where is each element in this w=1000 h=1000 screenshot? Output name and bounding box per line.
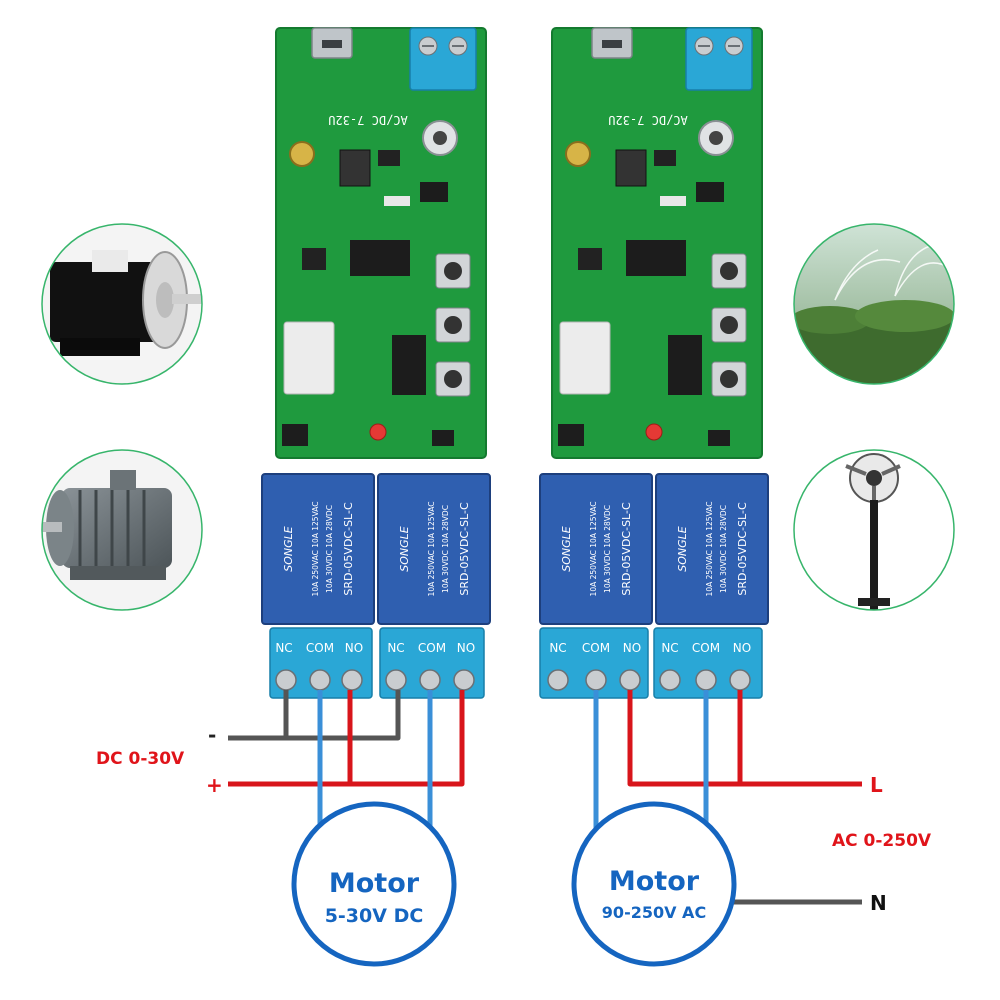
relay-1: SONGLE 10A 250VAC 10A 125VAC 10A 30VDC 1…	[539, 473, 653, 625]
terminal-label-com: COM	[306, 641, 334, 655]
dc-positive-label: +	[206, 773, 223, 797]
wire-dc-negative	[228, 690, 401, 741]
motor-spec: 90-250V AC	[602, 903, 706, 922]
relay-rating-1: 10A 250VAC 10A 125VAC	[705, 502, 714, 597]
relay-brand: SONGLE	[560, 526, 573, 572]
relay-2: SONGLE 10A 250VAC 10A 125VAC 10A 30VDC 1…	[655, 473, 769, 625]
ic-chip	[626, 240, 686, 276]
relay-rating-2: 10A 30VDC 10A 28VDC	[441, 505, 450, 593]
relay-board-right: AC/DC 7-32U SONGLE 10A 250VAC 10A 125VAC…	[539, 27, 769, 699]
relay-2: SONGLE 10A 250VAC 10A 125VAC 10A 30VDC 1…	[377, 473, 491, 625]
terminal-label-no: NO	[457, 641, 475, 655]
relay-rating-2: 10A 30VDC 10A 28VDC	[325, 505, 334, 593]
wifi-module	[283, 321, 335, 395]
terminal-block-1: NC COM NO	[539, 627, 649, 699]
status-led	[645, 423, 663, 441]
ac-live-label: L	[870, 773, 883, 797]
thumbnail-dc-motor	[41, 223, 203, 385]
relay-brand: SONGLE	[282, 526, 295, 572]
wire-ac-live	[627, 690, 862, 787]
dc-wiring	[228, 690, 465, 838]
motor-ac: Motor 90-250V AC	[571, 801, 737, 967]
thumbnail-sprinkler	[793, 223, 955, 385]
terminal-block-2: NC COM NO	[379, 627, 485, 699]
ic-chip	[350, 240, 410, 276]
terminal-label-nc: NC	[661, 641, 678, 655]
relay-model: SRD-05VDC-SL-C	[342, 502, 355, 596]
ac-wiring	[593, 690, 862, 905]
terminal-label-nc: NC	[387, 641, 404, 655]
relay-rating-1: 10A 250VAC 10A 125VAC	[589, 502, 598, 597]
ac-supply-label: AC 0-250V	[832, 831, 932, 851]
motor-title: Motor	[329, 868, 420, 899]
terminal-block-1: NC COM NO	[269, 627, 373, 699]
thumbnail-ac-motor	[41, 449, 203, 611]
input-voltage-label: AC/DC 7-32U	[328, 113, 407, 127]
relay-brand: SONGLE	[676, 526, 689, 572]
status-led	[369, 423, 387, 441]
relay-rating-1: 10A 250VAC 10A 125VAC	[427, 502, 436, 597]
terminal-label-no: NO	[345, 641, 363, 655]
motor-dc: Motor 5-30V DC	[291, 801, 457, 967]
terminal-label-com: COM	[582, 641, 610, 655]
relay-1: SONGLE 10A 250VAC 10A 125VAC 10A 30VDC 1…	[261, 473, 375, 625]
relay-rating-2: 10A 30VDC 10A 28VDC	[603, 505, 612, 593]
terminal-label-no: NO	[623, 641, 641, 655]
ac-neutral-label: N	[870, 891, 887, 915]
input-voltage-label: AC/DC 7-32U	[608, 113, 687, 127]
dc-supply-label: DC 0-30V	[96, 749, 185, 769]
dc-negative-label: -	[208, 723, 216, 747]
terminal-label-nc: NC	[549, 641, 566, 655]
relay-rating-2: 10A 30VDC 10A 28VDC	[719, 505, 728, 593]
relay-model: SRD-05VDC-SL-C	[620, 502, 633, 596]
relay-rating-1: 10A 250VAC 10A 125VAC	[311, 502, 320, 597]
motor-spec: 5-30V DC	[325, 905, 424, 927]
relay-model: SRD-05VDC-SL-C	[458, 502, 471, 596]
relay-model: SRD-05VDC-SL-C	[736, 502, 749, 596]
thumbnail-fan	[793, 449, 955, 611]
terminal-block-2: NC COM NO	[653, 627, 763, 699]
terminal-label-com: COM	[418, 641, 446, 655]
relay-board-left: AC/DC 7-32U SONGLE 10A 250VAC 10A 125VAC	[261, 27, 491, 699]
motor-title: Motor	[609, 866, 700, 897]
power-terminal	[409, 27, 477, 91]
relay-brand: SONGLE	[398, 526, 411, 572]
terminal-label-no: NO	[733, 641, 751, 655]
wire-dc-positive	[228, 690, 465, 787]
terminal-label-nc: NC	[275, 641, 292, 655]
wifi-module	[559, 321, 611, 395]
terminal-label-com: COM	[692, 641, 720, 655]
power-terminal	[685, 27, 753, 91]
